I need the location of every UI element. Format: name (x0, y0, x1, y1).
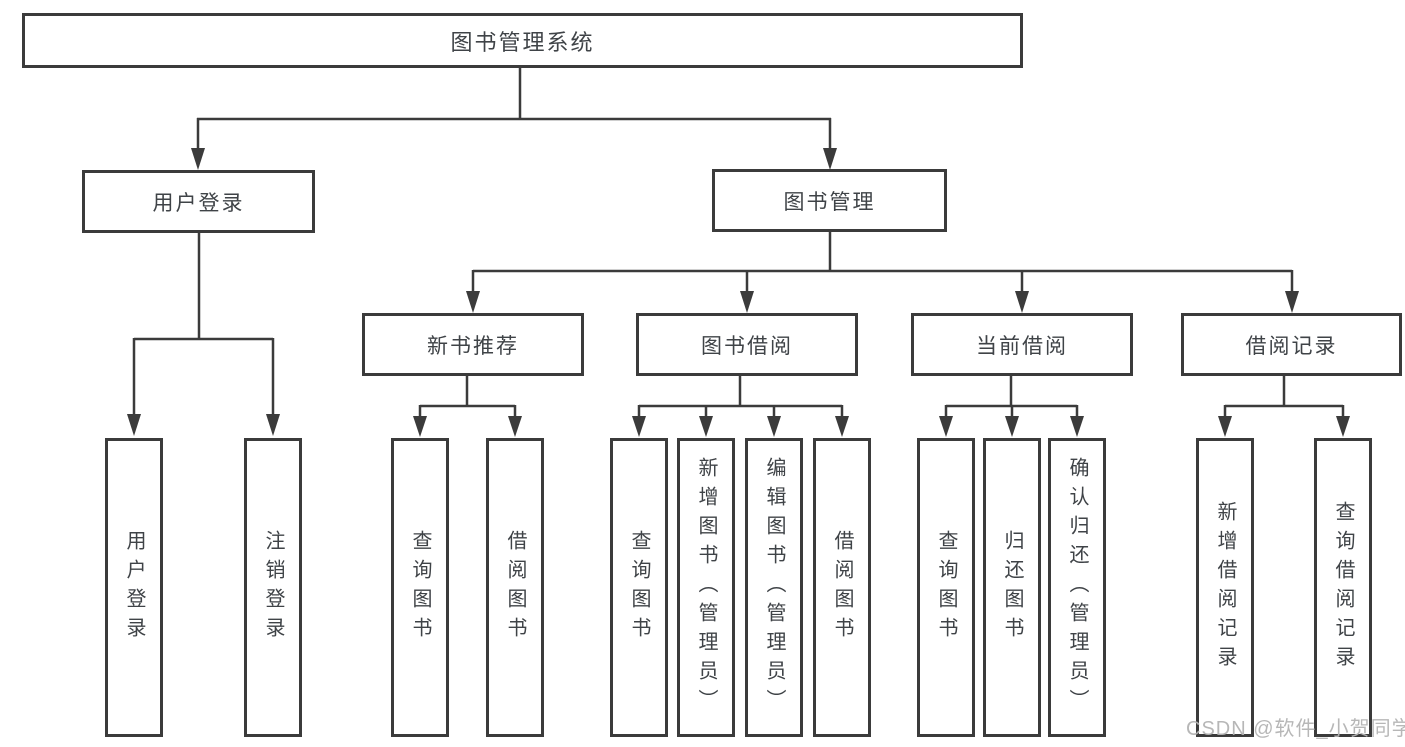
node-current-borrowing: 当前借阅 (911, 313, 1133, 376)
node-book-management: 图书管理 (712, 169, 947, 232)
connector-current-borrow-branch (939, 376, 1084, 437)
connector-borrow-records-branch (1218, 376, 1350, 437)
node-book-borrowing: 图书借阅 (636, 313, 858, 376)
node-root-library-system: 图书管理系统 (22, 13, 1023, 68)
connector-user-login-branch (127, 233, 280, 436)
leaf-borrow-books: 借阅图书 (813, 438, 871, 737)
leaf-query-borrow-record: 查询借阅记录 (1314, 438, 1372, 737)
watermark: CSDN @软件_小贺同学 (1186, 718, 1405, 740)
leaf-add-borrow-record: 新增借阅记录 (1196, 438, 1254, 737)
leaf-confirm-return-admin: 确认归还（管理员） (1048, 438, 1106, 737)
node-new-book-recommendation: 新书推荐 (362, 313, 584, 376)
leaf-add-book-admin: 新增图书（管理员） (677, 438, 735, 737)
leaf-user-login: 用户登录 (105, 438, 163, 737)
leaf-edit-book-admin: 编辑图书（管理员） (745, 438, 803, 737)
leaf-return-book: 归还图书 (983, 438, 1041, 737)
connector-book-borrow-branch (632, 376, 849, 437)
connector-new-book-branch (413, 376, 522, 437)
connector-book-management-branch (466, 232, 1299, 313)
leaf-logout: 注销登录 (244, 438, 302, 737)
leaf-borrow-books-recommend: 借阅图书 (486, 438, 544, 737)
node-user-login: 用户登录 (82, 170, 315, 233)
node-borrowing-records: 借阅记录 (1181, 313, 1402, 376)
leaf-query-books-current: 查询图书 (917, 438, 975, 737)
connector-root-to-level2 (191, 68, 837, 170)
leaf-query-books-recommend: 查询图书 (391, 438, 449, 737)
leaf-query-books-borrow: 查询图书 (610, 438, 668, 737)
